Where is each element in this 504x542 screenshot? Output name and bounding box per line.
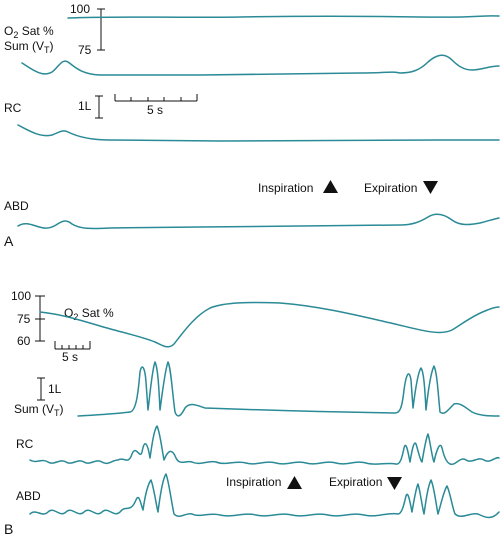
panel-b-o2-label: O2 Sat % (64, 306, 114, 322)
panel-a-sum-label: Sum (VT) (4, 39, 54, 55)
panel-b-letter: B (4, 521, 13, 537)
panel-a-abd-label: ABD (4, 199, 29, 213)
panel-a-time-scale-label: 5 s (147, 103, 163, 117)
panel-a-sum-trace (21, 54, 500, 76)
panel-a-rc-trace (17, 124, 500, 142)
panel-a-o2-tick-100: 100 (70, 2, 90, 16)
panel-b-inspiration-icon (287, 476, 302, 489)
panel-a-expiration-label: Expiration (364, 181, 417, 195)
panel-b-expiration-icon (387, 477, 402, 490)
panel-a: 100 75 O2 Sat % Sum (VT) 1L 5 s RC Inspi… (4, 2, 500, 249)
panel-b-o2-tick-75: 75 (17, 312, 31, 326)
panel-b-o2-tick-100: 100 (11, 289, 31, 303)
panel-b-inspiration-label: Inspiration (226, 475, 281, 489)
panel-a-expiration-icon (423, 181, 438, 194)
panel-b-abd-trace (29, 473, 500, 519)
panel-a-letter: A (4, 233, 14, 249)
panel-b-o2-trace (39, 301, 500, 348)
panel-b-o2-tick-60: 60 (17, 334, 31, 348)
panel-b-o2-scale (35, 295, 45, 342)
panel-a-volume-scale (95, 95, 103, 119)
panel-a-rc-label: RC (4, 101, 22, 115)
panel-b-sum-trace (77, 361, 500, 417)
panel-b-expiration-label: Expiration (329, 475, 382, 489)
panel-b-rc-trace (29, 425, 500, 465)
panel-b-volume-scale-label: 1L (48, 382, 62, 396)
panel-b-rc-label: RC (16, 437, 34, 451)
panel-b-volume-scale (37, 377, 45, 401)
panel-b: 100 75 60 O2 Sat % 5 s 1L Sum (VT) RC In… (4, 289, 500, 537)
panel-a-o2-tick-75: 75 (78, 43, 92, 57)
panel-a-inspiration-icon (323, 180, 338, 193)
panel-b-time-scale-label: 5 s (62, 350, 78, 364)
panel-a-o2-trace (67, 15, 500, 19)
panel-a-o2-scale (97, 8, 105, 51)
panel-a-time-scale (114, 94, 198, 102)
panel-a-inspiration-label: Inspiration (258, 181, 313, 195)
panel-b-sum-label: Sum (VT) (14, 402, 64, 418)
panel-a-volume-scale-label: 1L (78, 99, 92, 113)
panel-a-o2-label: O2 Sat % (4, 24, 54, 40)
panel-a-abd-trace (17, 213, 500, 230)
panel-b-abd-label: ABD (16, 489, 41, 503)
panel-b-time-scale (54, 341, 91, 350)
